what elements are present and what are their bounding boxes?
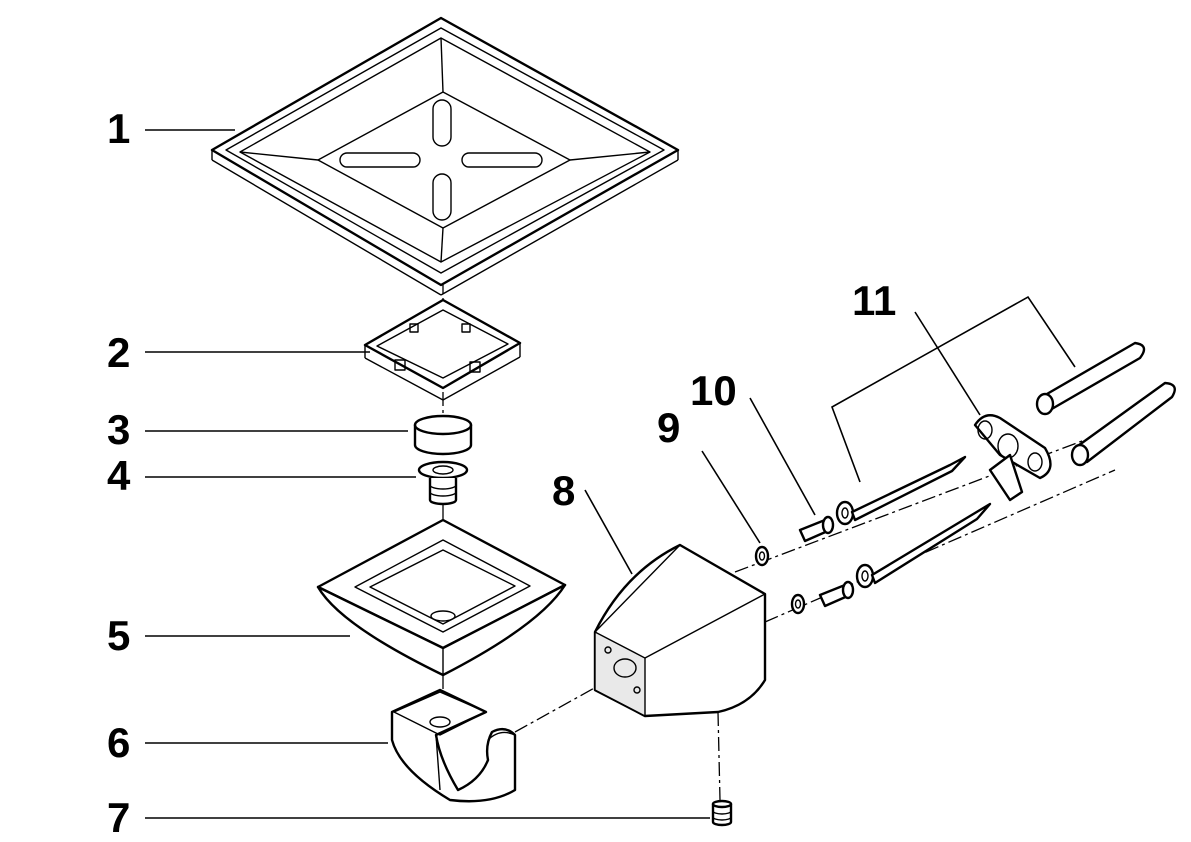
part-10-sleeves <box>798 515 855 608</box>
part-labels: 1 2 3 4 5 6 7 8 9 10 11 <box>107 105 896 841</box>
assembly-axis-lines <box>442 280 1116 801</box>
label-9: 9 <box>657 404 680 451</box>
part-9-washers <box>754 545 806 615</box>
part-4-bushing <box>417 460 469 506</box>
part-2-insert-frame <box>363 298 522 401</box>
part-11-wall-plate-and-dowels <box>973 341 1176 502</box>
part-3-cap <box>413 414 473 456</box>
label-3: 3 <box>107 406 130 453</box>
label-4: 4 <box>107 452 131 499</box>
label-6: 6 <box>107 719 130 766</box>
part-8-wall-bracket <box>593 543 767 718</box>
label-2: 2 <box>107 329 130 376</box>
part-1-soap-dish <box>210 16 680 296</box>
part-6-adapter <box>390 688 517 803</box>
screws <box>835 455 992 589</box>
label-8: 8 <box>552 467 575 514</box>
label-1: 1 <box>107 105 130 152</box>
label-5: 5 <box>107 612 130 659</box>
label-11: 11 <box>852 277 896 324</box>
part-5-holder-cup <box>316 518 567 677</box>
leader-lines <box>145 129 1076 819</box>
label-10: 10 <box>690 367 737 414</box>
part-7-plug <box>711 799 733 827</box>
label-7: 7 <box>107 794 130 841</box>
